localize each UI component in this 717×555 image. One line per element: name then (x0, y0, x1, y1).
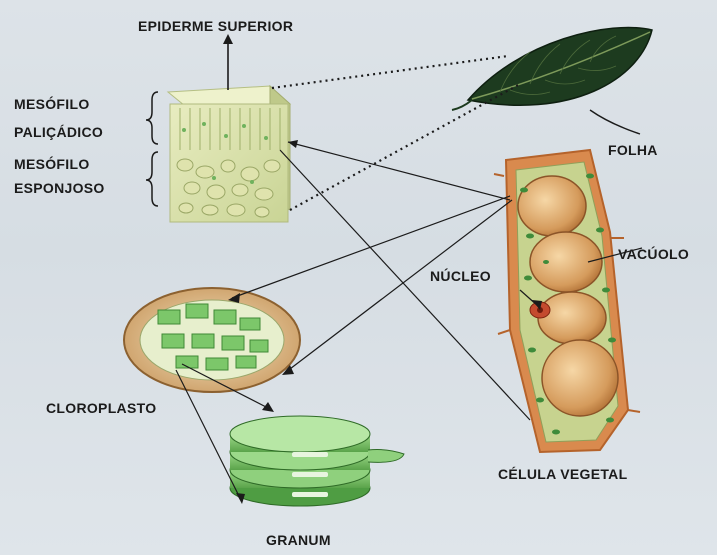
label-celula-vegetal: CÉLULA VEGETAL (498, 466, 627, 482)
label-cloroplasto: CLOROPLASTO (46, 400, 156, 416)
label-nucleo: NÚCLEO (430, 268, 491, 284)
label-mesofilo-1: MESÓFILO (14, 96, 90, 112)
label-epiderme-superior: EPIDERME SUPERIOR (138, 18, 293, 34)
leaf-tissue-block (168, 86, 290, 222)
label-palicadico: PALIÇÁDICO (14, 124, 103, 140)
label-granum: GRANUM (266, 532, 331, 548)
granum (230, 416, 404, 506)
label-folha: FOLHA (608, 142, 658, 158)
leaf-illustration (452, 28, 652, 110)
chloroplast (124, 288, 300, 392)
label-esponjoso: ESPONJOSO (14, 180, 105, 196)
epiderme-arrow (223, 34, 233, 90)
label-mesofilo-2: MESÓFILO (14, 156, 90, 172)
zoom-dotted-lines (272, 56, 520, 210)
folha-arrow (590, 110, 640, 134)
tissue-brackets (146, 92, 158, 206)
plant-cell (494, 150, 640, 452)
label-vacuolo: VACÚOLO (618, 246, 689, 262)
